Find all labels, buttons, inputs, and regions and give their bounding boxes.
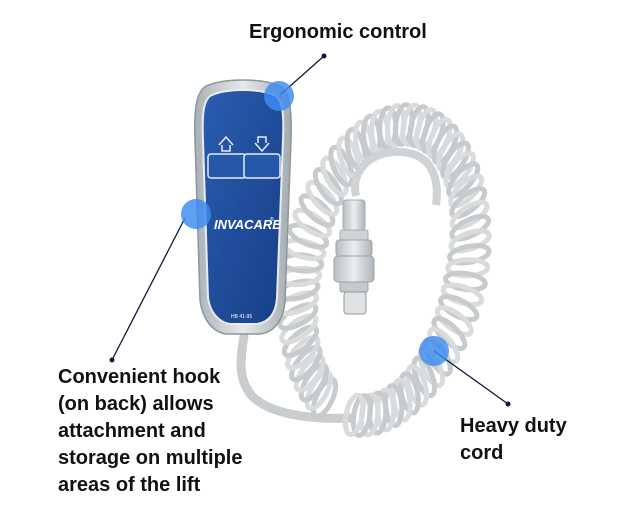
hand-control-pendant: INVACARE ® HB 41-95 [194,79,292,335]
coil-ring [448,173,485,209]
coil-ring [281,324,319,359]
callout-line: cord [460,442,504,464]
callout-line: Convenient hook [58,366,221,388]
callout-line: Heavy duty [460,415,567,437]
invacare-logo: INVACARE ® [214,216,281,232]
coil-ring [449,199,490,231]
callout-ergonomic-control: Ergonomic control [249,21,427,43]
coil-ring [279,313,319,345]
coiled-cord [276,102,492,438]
coil-ring [287,222,330,250]
callout-line: attachment and [58,420,206,442]
coil-ring [446,161,481,199]
coil-ring [305,179,340,217]
coil-ring [411,355,438,399]
coil-ring [312,167,344,207]
coil-ring [298,193,336,228]
callout-line: (on back) allows [58,393,214,415]
up-button [207,153,247,179]
coil-ring [328,144,355,188]
highlight-dot-hook [181,199,211,229]
callout-convenient-hook: Convenient hook (on back) allows attachm… [58,364,288,499]
highlight-dot-cord [419,336,449,366]
callout-heavy-duty-cord: Heavy duty cord [460,413,600,467]
coil-ring [449,213,492,242]
coil-ring [448,228,492,254]
callout-line: storage on multiple [58,447,243,469]
down-button [243,153,281,179]
up-arrow-icon [218,135,234,152]
coil-ring [285,334,321,371]
coil-ring [277,302,319,331]
coil-ring [292,207,332,239]
coil-ring [320,155,349,197]
coil-ring [449,186,488,220]
plug-connector [333,147,441,315]
model-number: HB 41-95 [231,314,252,320]
down-arrow-icon [254,136,270,153]
coil-ring [438,294,480,323]
coil-ring [431,315,468,352]
svg-text:INVACARE: INVACARE [214,217,281,232]
callout-line: areas of the lift [58,474,201,496]
coil-ring [350,393,373,438]
coil-ring [434,305,474,337]
highlight-dot-ergonomic [264,81,294,111]
coil-ring [342,392,366,438]
leader-endpoints [109,53,511,407]
svg-text:®: ® [270,216,274,223]
